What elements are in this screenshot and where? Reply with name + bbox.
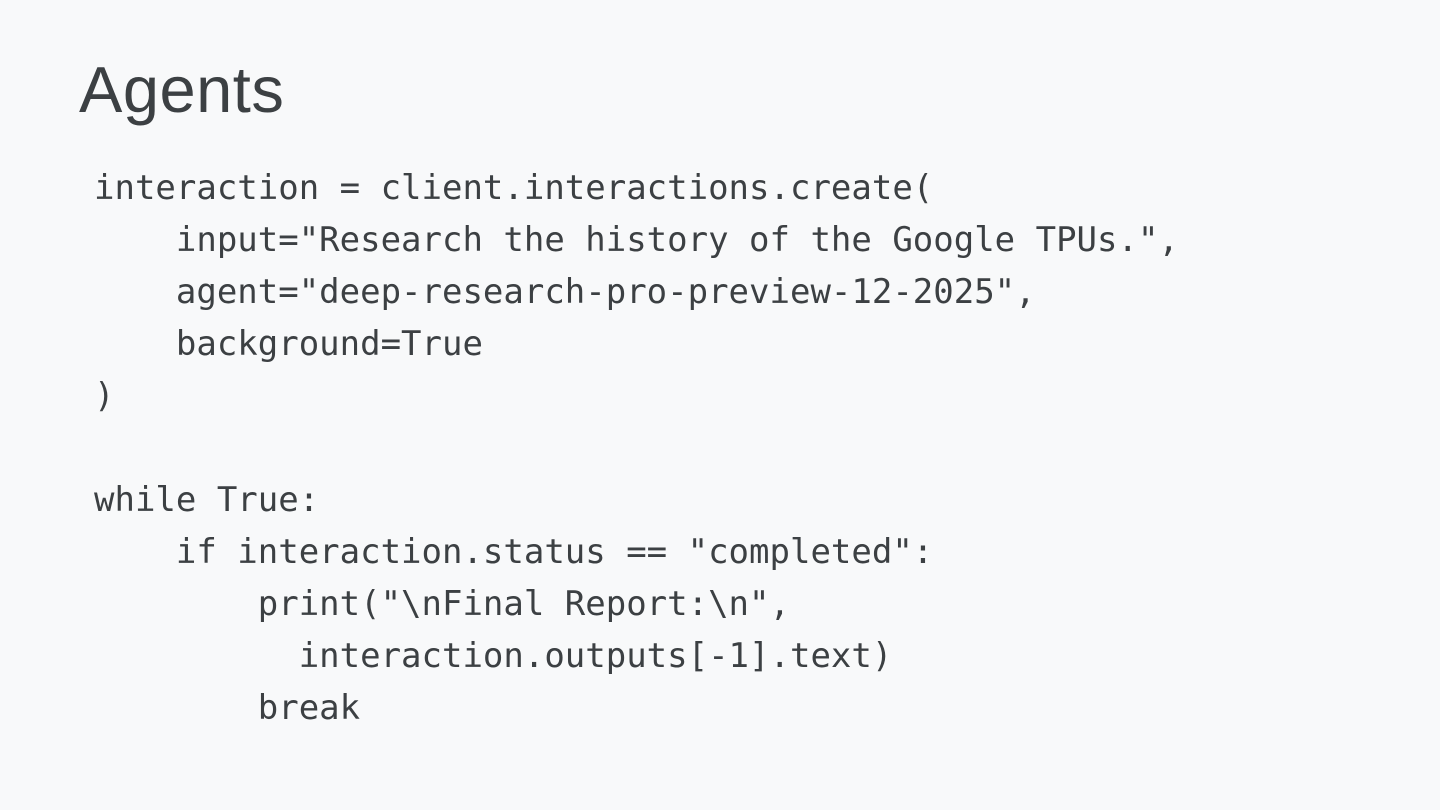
code-line: input="Research the history of the Googl… <box>94 220 1179 260</box>
code-line: background=True <box>94 324 483 364</box>
code-line <box>94 422 1179 474</box>
code-line: agent="deep-research-pro-preview-12-2025… <box>94 272 1036 312</box>
page-title: Agents <box>79 53 285 126</box>
code-line: print("\nFinal Report:\n", <box>94 584 790 624</box>
code-block: interaction = client.interactions.create… <box>94 162 1179 734</box>
code-line: ) <box>94 376 115 416</box>
code-line: if interaction.status == "completed": <box>94 532 934 572</box>
code-line: interaction = client.interactions.create… <box>94 168 934 208</box>
code-line: while True: <box>94 480 320 520</box>
code-line: break <box>94 688 361 728</box>
code-line: interaction.outputs[-1].text) <box>94 636 893 676</box>
